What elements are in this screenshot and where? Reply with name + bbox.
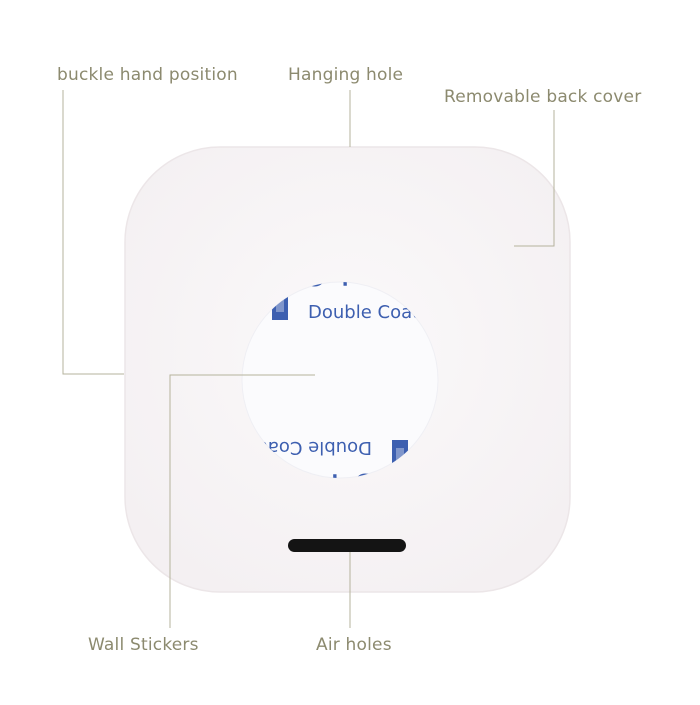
sticker-text-top: Double Coated: [308, 302, 442, 323]
leader-line-back-cover: [514, 110, 555, 247]
label-wall-stickers: Wall Stickers: [88, 635, 199, 655]
air-hole-slot: [288, 539, 406, 552]
label-hanging-hole: Hanging hole: [288, 65, 404, 85]
label-buckle-hand-position: buckle hand position: [57, 65, 238, 85]
leader-line-wall-stickers: [169, 374, 315, 628]
leader-line-buckle: [62, 90, 124, 375]
sticker-text-bottom: Double Coated: [238, 437, 372, 458]
label-air-holes: Air holes: [316, 635, 392, 655]
label-removable-back-cover: Removable back cover: [444, 87, 642, 107]
